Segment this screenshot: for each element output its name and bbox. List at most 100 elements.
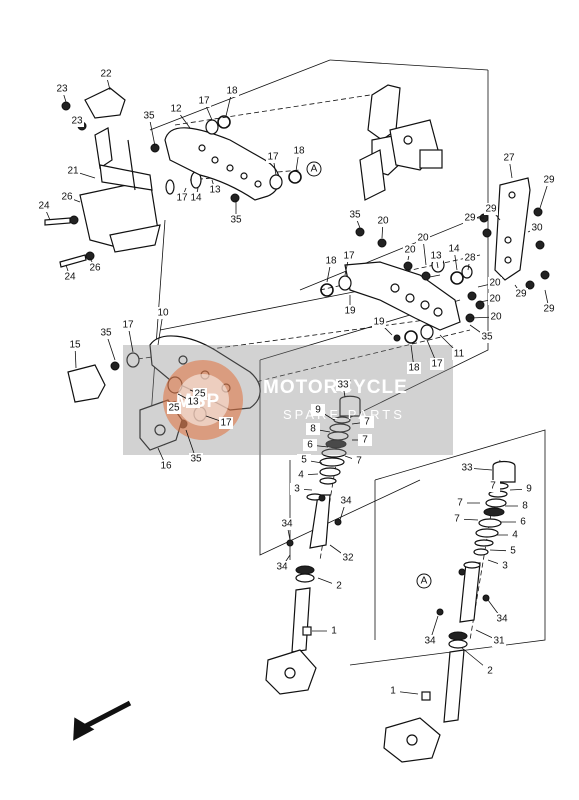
part-number-label-17: 17 [343,251,355,262]
part-number-label-4: 4 [512,530,518,541]
part-number-label-11: 11 [454,349,465,360]
part-number-label-34: 34 [496,614,508,625]
callout-label-background [225,85,239,97]
callout-label-background [167,402,181,414]
part-number-label-24: 24 [64,272,76,283]
callout-label-background [352,455,366,467]
part-number-label-17: 17 [267,152,279,163]
part-number-label-15: 15 [69,340,81,351]
part-number-label-26: 26 [89,263,101,274]
part-number-label-22: 22 [100,69,112,80]
part-number-label-7: 7 [457,498,463,509]
callout-label-background [358,434,372,446]
callout-label-background [488,293,502,305]
callout-label-background [460,462,474,474]
part-number-label-5: 5 [301,455,307,466]
callout-label-background [348,209,362,221]
part-number-label-7: 7 [356,456,362,467]
reference-marker-lower: A [416,573,432,589]
callout-label-background [486,480,500,492]
callout-label-background [403,244,417,256]
part-number-label-17: 17 [176,193,188,204]
right-fork-assembly [383,460,516,763]
callout-label-background [463,212,477,224]
part-number-label-6: 6 [307,440,313,451]
callout-label-background [63,271,77,283]
part-number-label-29: 29 [485,204,497,215]
part-number-label-29: 29 [515,289,527,300]
part-number-label-3: 3 [502,561,508,572]
part-number-label-35: 35 [481,332,493,343]
callout-label-background [306,423,320,435]
part-number-label-35: 35 [143,111,155,122]
part-number-label-9: 9 [526,484,532,495]
callout-label-background [518,500,532,512]
part-number-label-13: 13 [430,251,442,262]
reference-letter-upper: A [311,164,318,175]
part-number-label-20: 20 [489,294,501,305]
reference-marker-upper: A [306,161,322,177]
callout-label-background [292,145,306,157]
callout-label-background [514,288,528,300]
upper-mount-bracket [150,115,302,203]
part-number-label-9: 9 [315,405,321,416]
callout-label-background [463,252,477,264]
callout-label-background [266,151,280,163]
callout-label-background [99,68,113,80]
callout-label-background [498,560,512,572]
left-fork-assembly [265,395,361,695]
callout-label-background [290,483,304,495]
part-number-label-2: 2 [336,581,342,592]
callout-label-background [342,250,356,262]
callout-label-background [121,319,135,331]
callout-label-background [360,416,374,428]
callout-label-background [327,625,341,637]
part-number-label-25: 25 [168,403,180,414]
part-number-label-25: 25 [194,389,206,400]
part-number-label-20: 20 [489,278,501,289]
part-number-label-7: 7 [362,435,368,446]
part-number-label-21: 21 [67,166,79,177]
part-number-label-23: 23 [71,116,83,127]
part-number-label-23: 23 [56,84,68,95]
callout-label-background [142,110,156,122]
callout-label-background [37,200,51,212]
callout-label-background [376,215,390,227]
callout-label-background [311,404,325,416]
part-number-label-12: 12 [170,104,182,115]
right-mount-plate [479,177,550,290]
part-number-label-32: 32 [342,553,354,564]
part-number-label-14: 14 [190,193,202,204]
callout-label-background [423,635,437,647]
part-number-label-31: 31 [493,636,505,647]
callout-label-background [447,243,461,255]
callout-label-background [99,327,113,339]
part-number-label-8: 8 [310,424,316,435]
part-number-label-29: 29 [543,304,555,315]
part-number-label-29: 29 [464,213,476,224]
part-number-label-19: 19 [344,306,356,317]
part-number-label-19: 19 [373,317,385,328]
part-number-label-18: 18 [293,146,305,157]
callout-label-background [372,316,386,328]
part-number-label-34: 34 [281,519,293,530]
callout-label-background [484,203,498,215]
callout-label-background [343,305,357,317]
part-number-label-7: 7 [490,481,496,492]
part-number-label-7: 7 [454,514,460,525]
callout-label-background [480,331,494,343]
callout-label-background [70,115,84,127]
watermark: MSP MOTORCYCLE SPARE PARTS [123,345,453,455]
part-number-label-33: 33 [461,463,473,474]
part-number-label-20: 20 [404,245,416,256]
frame-head [359,84,443,201]
part-number-label-35: 35 [349,210,361,221]
part-number-label-13: 13 [209,185,221,196]
callout-label-background [407,362,421,374]
upper-left-bracket [44,87,202,268]
part-number-label-4: 4 [298,470,304,481]
part-number-label-29: 29 [543,175,555,186]
part-number-label-17: 17 [220,418,232,429]
callout-label-background [502,152,516,164]
